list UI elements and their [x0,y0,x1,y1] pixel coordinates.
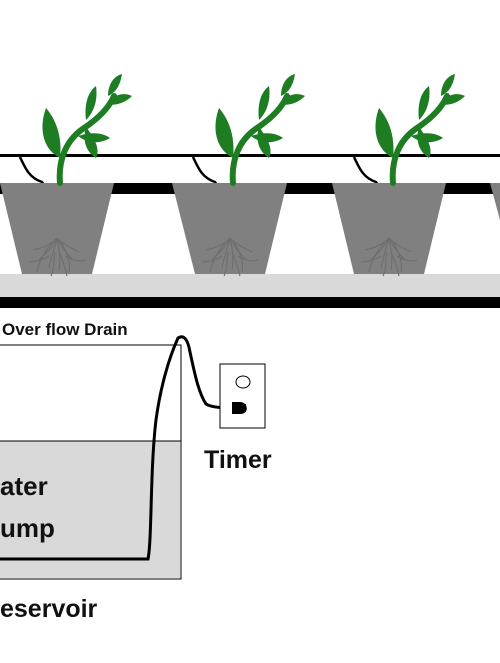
pot [332,183,446,274]
outlet-icon [219,363,266,429]
plant-icon [42,74,132,186]
plant-icon [375,74,465,186]
tray-bottom [0,297,500,308]
grow-tray [0,274,500,297]
drip-tube [18,156,46,186]
pot [172,183,287,274]
plant-unit [172,74,305,277]
supply-line [0,154,500,157]
plant-unit [0,74,132,277]
plant-unit [332,74,465,277]
drip-tube [352,156,380,186]
timer-label: Timer [204,446,272,474]
pot-partial [490,183,500,220]
pump-label-line2: ump [0,513,55,543]
pot [0,183,114,274]
drip-tube [191,156,219,186]
plug-icon [232,402,247,414]
reservoir-label: eservoir [0,595,98,623]
pump-cord [0,335,239,561]
reservoir-outline [0,344,182,580]
overflow-drain-label: Over flow Drain [2,320,128,339]
pump-label-line1: ater [0,471,48,501]
plant-icon [215,74,305,186]
